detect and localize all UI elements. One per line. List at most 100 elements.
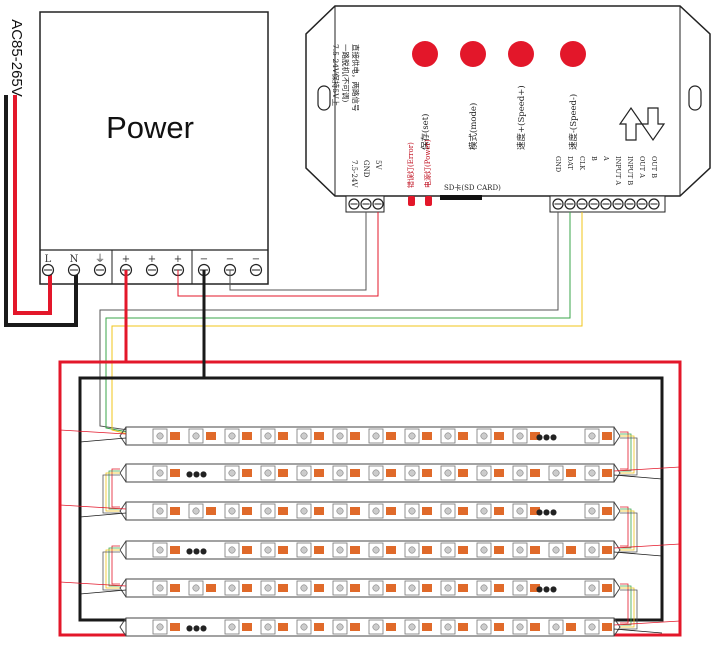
resistor <box>422 432 432 440</box>
resistor <box>242 623 252 631</box>
controller-terminals <box>348 198 660 210</box>
resistor <box>170 584 180 592</box>
resistor <box>530 623 540 631</box>
output-screw <box>552 198 564 210</box>
resistor <box>602 507 612 515</box>
psu-terminal-label: − <box>199 254 209 265</box>
resistor <box>206 584 216 592</box>
controller-button[interactable] <box>560 41 586 67</box>
resistor <box>242 432 252 440</box>
resistor <box>458 432 468 440</box>
resistor <box>242 469 252 477</box>
resistor <box>170 507 180 515</box>
resistor <box>530 432 540 440</box>
resistor <box>170 546 180 554</box>
resistor <box>566 546 576 554</box>
button-label: 模式(mode) <box>469 102 479 150</box>
strip-ellipsis: ●●● <box>186 470 207 479</box>
psu-terminal-label: − <box>251 254 261 265</box>
output-pin-label: A <box>602 156 610 161</box>
resistor <box>278 584 288 592</box>
resistor <box>278 432 288 440</box>
strip-ellipsis: ●●● <box>186 547 207 556</box>
up-arrow-icon <box>618 106 644 141</box>
output-screw <box>564 198 576 210</box>
resistor <box>530 584 540 592</box>
psu-terminal-label: L <box>44 254 52 265</box>
output-screw <box>588 198 600 210</box>
resistor <box>566 469 576 477</box>
psu-terminal-screw <box>93 263 107 277</box>
led-strip: ●●● <box>102 463 681 514</box>
controller-button[interactable] <box>508 41 534 67</box>
led-strip: ●●● <box>59 578 638 630</box>
output-pin-label: INPUT A <box>614 156 622 186</box>
resistor <box>386 469 396 477</box>
resistor <box>458 469 468 477</box>
resistor <box>386 546 396 554</box>
resistor <box>422 546 432 554</box>
status-led <box>408 196 415 206</box>
resistor <box>530 469 540 477</box>
power-in-label: 5V <box>374 160 382 170</box>
led-strip: ●●● <box>59 426 638 476</box>
resistor <box>602 546 612 554</box>
psu-terminal-label: + <box>173 254 183 265</box>
resistor <box>566 623 576 631</box>
resistor <box>422 623 432 631</box>
resistor <box>458 507 468 515</box>
resistor <box>278 546 288 554</box>
led-label: 错误灯(Error) <box>407 142 415 188</box>
resistor <box>494 584 504 592</box>
resistor <box>170 623 180 631</box>
power-supply-box <box>39 11 269 285</box>
output-screw <box>636 198 648 210</box>
output-pin-label: B <box>590 156 598 161</box>
ac-wire-red <box>13 95 52 315</box>
resistor <box>494 546 504 554</box>
power-in-label: GND <box>362 160 370 178</box>
ac-wire-black <box>4 95 78 327</box>
output-pin-label: DAT <box>566 156 574 170</box>
led-strip-group: ●●●●●●●●●●●●●●●●●● <box>59 426 681 637</box>
output-pin-label: OUT B <box>650 156 658 178</box>
resistor <box>530 507 540 515</box>
resistor <box>170 469 180 477</box>
wire-psu-plus-to-ctrl <box>177 212 379 297</box>
power-bus-red <box>58 270 682 637</box>
resistor <box>242 546 252 554</box>
resistor <box>494 432 504 440</box>
resistor <box>242 584 252 592</box>
power-bus-black <box>78 270 664 622</box>
power-in-screw <box>372 198 384 210</box>
psu-terminal-label: − <box>225 254 235 265</box>
resistor <box>458 623 468 631</box>
wire-gnd-to-strip <box>99 212 559 431</box>
output-screw <box>612 198 624 210</box>
resistor <box>602 469 612 477</box>
psu-terminal-screw <box>41 263 55 277</box>
resistor <box>386 623 396 631</box>
resistor <box>458 546 468 554</box>
controller-button[interactable] <box>460 41 486 67</box>
resistor <box>458 584 468 592</box>
resistor <box>422 584 432 592</box>
controller-buttons <box>412 41 586 67</box>
button-label: 速度-(Speed-) <box>569 93 579 150</box>
resistor <box>314 546 324 554</box>
resistor <box>278 469 288 477</box>
psu-title: Power <box>106 110 194 145</box>
output-pin-label: CLK <box>578 156 586 171</box>
controller-button[interactable] <box>412 41 438 67</box>
resistor <box>386 584 396 592</box>
psu-terminal-screw <box>145 263 159 277</box>
resistor <box>314 432 324 440</box>
desc-line-3: 7.5-24V保持5V上 <box>331 44 340 107</box>
resistor <box>314 469 324 477</box>
desc-line-1: 直接供电，两路信号 <box>351 44 360 112</box>
status-led <box>425 196 432 206</box>
resistor <box>206 432 216 440</box>
psu-terminal-label: N <box>69 254 79 265</box>
led-strip: ●●● <box>102 540 681 591</box>
